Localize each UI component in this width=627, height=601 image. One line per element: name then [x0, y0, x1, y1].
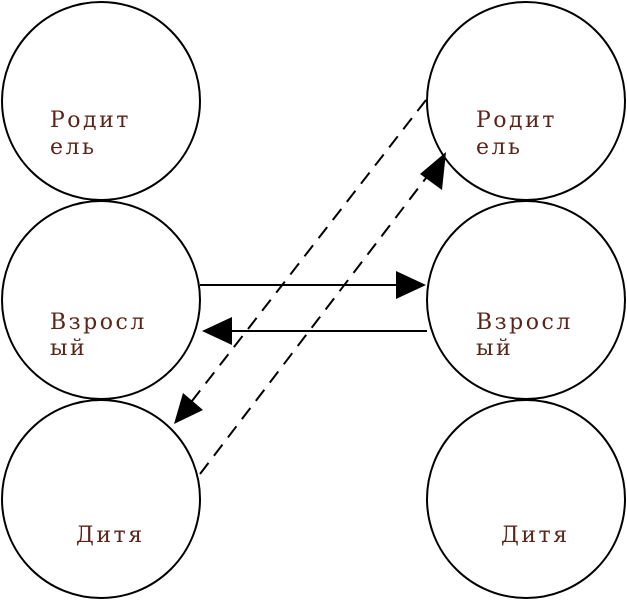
left-parent-label-line1: Родит — [50, 108, 131, 133]
left-parent-state: Родит ель — [1, 1, 201, 201]
right-parent-circle — [426, 1, 626, 201]
left-child-label: Дитя — [76, 523, 145, 548]
dashed-arrow-line — [199, 177, 427, 475]
dashed-arrow-line — [191, 99, 427, 402]
right-child-circle — [426, 399, 626, 599]
transaction-parent-to-child — [174, 99, 427, 424]
arrowhead-icon — [202, 317, 232, 345]
left-adult-label-line1: Взросл — [50, 310, 147, 335]
left-child-circle — [1, 399, 201, 599]
right-adult-label-line1: Взросл — [476, 310, 573, 335]
left-adult-label-line2: ый — [50, 336, 87, 361]
left-adult-state: Взросл ый — [1, 200, 201, 400]
right-parent-label-line2: ель — [476, 135, 522, 160]
arrowhead-icon — [420, 152, 446, 190]
transaction-child-to-parent — [199, 152, 446, 475]
arrowhead-icon — [174, 393, 203, 424]
left-child-state: Дитя — [1, 399, 201, 599]
left-parent-circle — [1, 1, 201, 201]
left-adult-circle — [1, 200, 201, 400]
right-parent-state: Родит ель — [426, 1, 626, 201]
right-child-label: Дитя — [501, 523, 570, 548]
transaction-adult-to-adult — [200, 271, 426, 299]
arrowhead-icon — [396, 271, 426, 299]
right-adult-state: Взросл ый — [426, 200, 626, 400]
right-adult-label-line2: ый — [476, 336, 513, 361]
transaction-adult-to-adult-return — [202, 317, 427, 345]
left-parent-label-line2: ель — [50, 135, 96, 160]
right-child-state: Дитя — [426, 399, 626, 599]
right-adult-circle — [426, 200, 626, 400]
right-parent-label-line1: Родит — [476, 108, 557, 133]
